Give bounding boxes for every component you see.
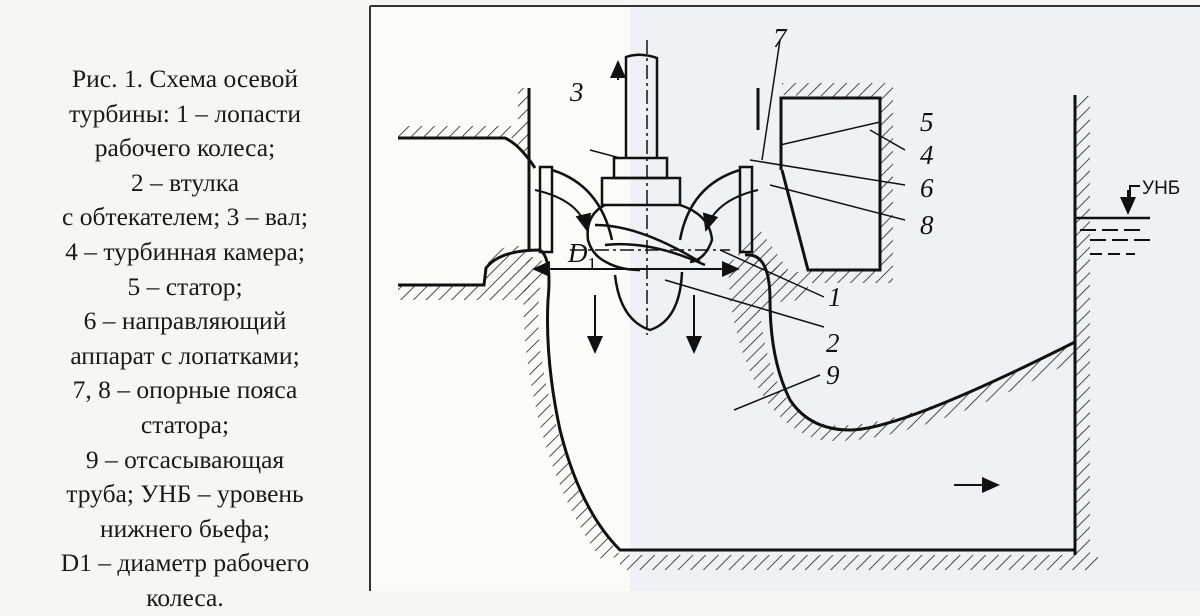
turbine-drawing bbox=[398, 39, 1150, 570]
axial-turbine-diagram: 1 2 3 4 5 6 7 8 9 D1 УНБ bbox=[369, 5, 1200, 591]
flow-arrows bbox=[532, 60, 1136, 493]
flow-arrow-icon bbox=[702, 189, 759, 232]
caption-line: рабочего колеса; bbox=[94, 133, 276, 163]
label-d1: D1 bbox=[567, 238, 597, 274]
page-tint bbox=[630, 6, 1200, 591]
caption-line: 2 – втулка bbox=[130, 167, 240, 197]
caption-line: D1 – диаметр рабочего bbox=[60, 548, 310, 578]
caption-line: с обтекателем; 3 – вал; bbox=[62, 202, 308, 232]
label-1: 1 bbox=[828, 282, 842, 312]
caption-line: аппарат с лопатками; bbox=[70, 340, 300, 370]
caption-line: 4 – турбинная камера; bbox=[65, 236, 305, 266]
caption-line: Рис. 1. Схема осевой bbox=[71, 64, 299, 93]
caption-line: 6 – направляющий bbox=[83, 306, 287, 336]
figure-caption: Рис. 1. Схема осевой турбины: 1 – лопаст… bbox=[0, 62, 370, 616]
label-7: 7 bbox=[773, 23, 788, 53]
flow-arrow-icon bbox=[534, 189, 592, 232]
caption-line: 5 – статор; bbox=[127, 271, 243, 301]
caption-line: труба; УНБ – уровень bbox=[66, 479, 304, 509]
label-9: 9 bbox=[826, 360, 840, 390]
label-8: 8 bbox=[920, 210, 934, 240]
caption-line: 7, 8 – опорные пояса bbox=[72, 375, 298, 405]
caption-line: статора; bbox=[140, 409, 230, 439]
label-6: 6 bbox=[920, 173, 934, 203]
label-5: 5 bbox=[920, 107, 934, 137]
label-4: 4 bbox=[920, 140, 934, 170]
caption-line: турбины: 1 – лопасти bbox=[69, 98, 301, 128]
caption-line: нижнего бьефа; bbox=[100, 513, 270, 543]
label-unb: УНБ bbox=[1142, 178, 1180, 199]
label-2: 2 bbox=[826, 328, 840, 358]
label-3: 3 bbox=[569, 77, 584, 107]
caption-line: 9 – отсасывающая bbox=[85, 444, 285, 474]
